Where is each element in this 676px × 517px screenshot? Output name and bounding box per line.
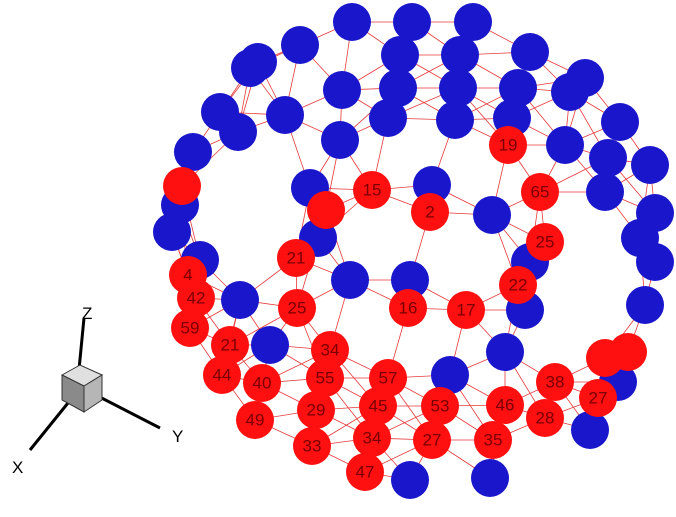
atom-label: 65 <box>531 183 550 202</box>
blue-atom[interactable] <box>626 286 664 324</box>
blue-atom[interactable] <box>551 73 589 111</box>
blue-atom[interactable] <box>391 461 429 499</box>
red-atom[interactable] <box>609 333 647 371</box>
atom-label: 38 <box>546 373 565 392</box>
blue-atom[interactable] <box>331 261 369 299</box>
atom-label: 45 <box>369 397 388 416</box>
atom-label: 25 <box>288 299 307 318</box>
blue-atom[interactable] <box>333 3 371 41</box>
blue-atom[interactable] <box>239 43 277 81</box>
blue-atom[interactable] <box>589 139 627 177</box>
blue-atom[interactable] <box>219 113 257 151</box>
atom-label: 21 <box>221 336 240 355</box>
y-axis-label: Y <box>172 427 183 446</box>
blue-atom[interactable] <box>499 69 537 107</box>
atom-label: 57 <box>379 369 398 388</box>
atom-label: 46 <box>496 396 515 415</box>
x-axis-label: X <box>12 458 23 477</box>
atom-label: 49 <box>246 411 265 430</box>
atom-label: 33 <box>303 437 322 456</box>
atom-label: 59 <box>181 319 200 338</box>
atom-label: 35 <box>484 431 503 450</box>
blue-atom[interactable] <box>454 3 492 41</box>
atom-label: 53 <box>431 397 450 416</box>
atom-label: 34 <box>321 341 340 360</box>
atom-label: 44 <box>213 366 232 385</box>
blue-atom[interactable] <box>571 411 609 449</box>
atom-label: 22 <box>509 276 528 295</box>
blue-atom[interactable] <box>439 69 477 107</box>
blue-atom[interactable] <box>471 459 509 497</box>
blue-atom[interactable] <box>266 96 304 134</box>
blue-atom[interactable] <box>379 69 417 107</box>
blue-atom[interactable] <box>221 281 259 319</box>
blue-atom[interactable] <box>174 133 212 171</box>
atom-label: 2 <box>425 203 434 222</box>
blue-atom[interactable] <box>251 326 289 364</box>
blue-atom[interactable] <box>321 121 359 159</box>
blue-atom[interactable] <box>621 219 659 257</box>
blue-atom[interactable] <box>546 126 584 164</box>
blue-atom[interactable] <box>631 146 669 184</box>
blue-atom[interactable] <box>586 173 624 211</box>
atom-label: 27 <box>589 389 608 408</box>
atom-label: 47 <box>356 463 375 482</box>
atom-label: 40 <box>253 374 272 393</box>
blue-atom[interactable] <box>601 103 639 141</box>
blue-atom[interactable] <box>381 36 419 74</box>
atom-label: 28 <box>536 409 555 428</box>
atom-label: 27 <box>423 431 442 450</box>
atom-label: 21 <box>287 249 306 268</box>
atom-label: 29 <box>307 401 326 420</box>
atom-label: 19 <box>499 136 518 155</box>
atom-label: 15 <box>363 181 382 200</box>
blue-atom[interactable] <box>441 36 479 74</box>
atom-label: 25 <box>536 233 555 252</box>
blue-atom[interactable] <box>511 33 549 71</box>
atom-label: 42 <box>187 289 206 308</box>
atom-label: 16 <box>399 299 418 318</box>
blue-atom[interactable] <box>281 26 319 64</box>
atom-label: 34 <box>363 429 382 448</box>
atom-cluster: 1915265252122251617442592144404934555745… <box>153 3 674 499</box>
z-axis-label: Z <box>82 304 92 323</box>
blue-atom[interactable] <box>393 3 431 41</box>
blue-atom[interactable] <box>323 71 361 109</box>
atom-label: 17 <box>457 301 476 320</box>
blue-atom[interactable] <box>153 213 191 251</box>
red-atom[interactable] <box>163 167 201 205</box>
red-atom[interactable] <box>307 191 345 229</box>
atom-label: 55 <box>316 369 335 388</box>
x-axis-line <box>30 398 72 450</box>
blue-atom[interactable] <box>473 196 511 234</box>
blue-atom[interactable] <box>486 333 524 371</box>
axis-triad[interactable]: Z Y X <box>12 304 183 477</box>
